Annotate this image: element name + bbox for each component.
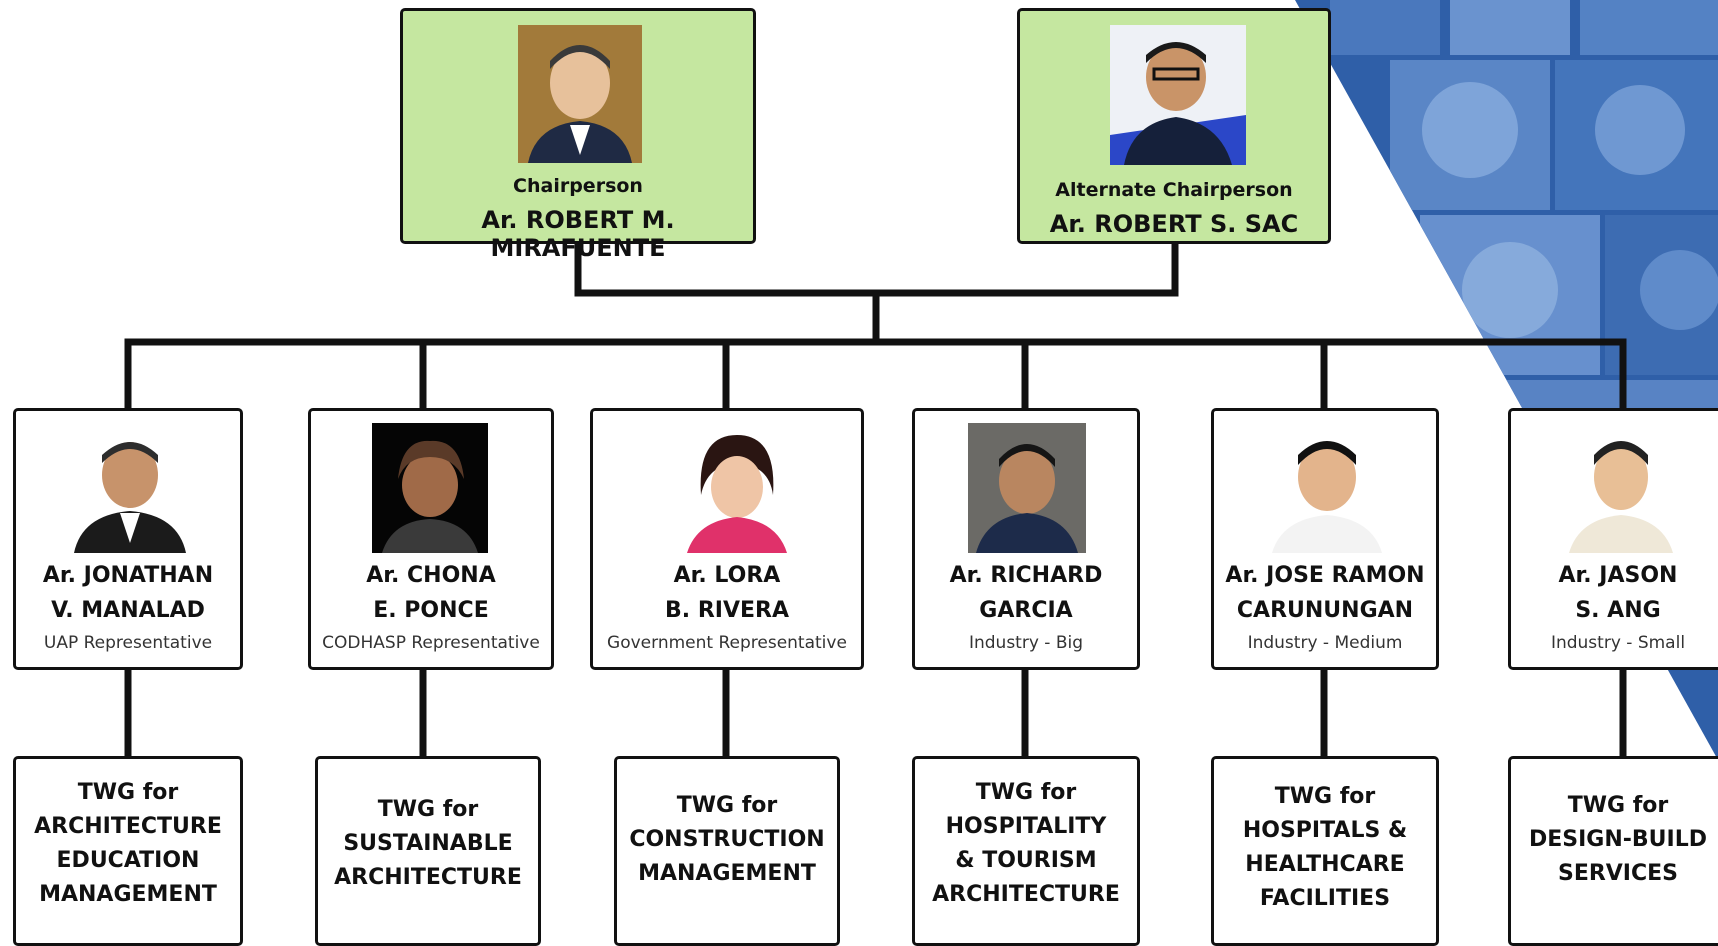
twg-line: TWG for (377, 797, 479, 822)
member-name-line1: Ar. JONATHAN (42, 563, 214, 588)
member-name-line2: S. ANG (1575, 598, 1661, 623)
twg-box-hospitals-healthcare: TWG for HOSPITALS & HEALTHCARE FACILITIE… (1211, 756, 1439, 946)
chairperson-role: Chairperson (513, 175, 643, 197)
alternate-chairperson-photo (1110, 25, 1246, 165)
member-name-line1: Ar. JASON (1558, 563, 1678, 588)
twg-box-design-build: TWG for DESIGN-BUILD SERVICES (1508, 756, 1718, 946)
twg-line: HEALTHCARE (1245, 852, 1405, 877)
twg-line: ARCHITECTURE (34, 814, 222, 839)
twg-line: FACILITIES (1259, 886, 1391, 911)
twg-line: MANAGEMENT (638, 861, 816, 886)
member-box-manalad: Ar. JONATHAN V. MANALAD UAP Representati… (13, 408, 243, 670)
member-box-rivera: Ar. LORA B. RIVERA Government Representa… (590, 408, 864, 670)
twg-line: TWG for (1567, 793, 1669, 818)
alternate-chairperson-role: Alternate Chairperson (1055, 179, 1293, 201)
member-box-carunungan: Ar. JOSE RAMON CARUNUNGAN Industry - Med… (1211, 408, 1439, 670)
twg-box-architecture-education: TWG for ARCHITECTURE EDUCATION MANAGEMEN… (13, 756, 243, 946)
twg-line: DESIGN-BUILD (1528, 827, 1708, 852)
member-role: Industry - Big (968, 633, 1084, 653)
twg-line: SUSTAINABLE (343, 831, 513, 856)
twg-line: MANAGEMENT (39, 882, 217, 907)
member-name-line1: Ar. CHONA (366, 563, 496, 588)
twg-box-construction-management: TWG for CONSTRUCTION MANAGEMENT (614, 756, 840, 946)
member-box-ang: Ar. JASON S. ANG Industry - Small (1508, 408, 1718, 670)
twg-box-hospitality-tourism: TWG for HOSPITALITY & TOURISM ARCHITECTU… (912, 756, 1140, 946)
twg-box-sustainable-architecture: TWG for SUSTAINABLE ARCHITECTURE (315, 756, 541, 946)
twg-line: CONSTRUCTION (629, 827, 825, 852)
twg-line: TWG for (77, 780, 179, 805)
twg-line: ARCHITECTURE (334, 865, 522, 890)
member-box-garcia: Ar. RICHARD GARCIA Industry - Big (912, 408, 1140, 670)
member-name-line2: B. RIVERA (665, 598, 789, 623)
member-role: UAP Representative (43, 633, 213, 653)
twg-line: TWG for (1274, 784, 1376, 809)
alternate-chairperson-box: Alternate Chairperson Ar. ROBERT S. SAC (1017, 8, 1331, 244)
chairperson-photo (518, 25, 642, 163)
member-role: CODHASP Representative (322, 633, 540, 653)
member-name-line1: Ar. RICHARD (949, 563, 1103, 588)
twg-line: TWG for (676, 793, 778, 818)
member-name-line2: V. MANALAD (51, 598, 205, 623)
alternate-chairperson-name: Ar. ROBERT S. SAC (1049, 210, 1299, 238)
member-name-line2: E. PONCE (373, 598, 489, 623)
chairperson-box: Chairperson Ar. ROBERT M. MIRAFUENTE (400, 8, 756, 262)
member-photo-garcia (968, 423, 1086, 553)
member-name-line2: GARCIA (979, 598, 1073, 623)
twg-line: EDUCATION (56, 848, 200, 873)
member-photo-carunungan (1262, 425, 1392, 553)
member-photo-ponce (372, 423, 488, 553)
member-box-ponce: Ar. CHONA E. PONCE CODHASP Representativ… (308, 408, 554, 670)
twg-line: ARCHITECTURE (932, 882, 1120, 907)
member-photo-ang (1561, 425, 1681, 553)
member-name-line1: Ar. JOSE RAMON (1225, 563, 1425, 588)
member-name-line2: CARUNUNGAN (1236, 598, 1414, 623)
twg-line: SERVICES (1557, 861, 1679, 886)
twg-line: HOSPITALITY (945, 814, 1107, 839)
member-photo-manalad (66, 425, 194, 553)
twg-line: HOSPITALS & (1242, 818, 1408, 843)
member-photo-rivera (679, 425, 795, 553)
member-name-line1: Ar. LORA (673, 563, 781, 588)
member-role: Industry - Small (1550, 633, 1686, 653)
member-role: Industry - Medium (1247, 633, 1403, 653)
chairperson-name: Ar. ROBERT M. MIRAFUENTE (481, 206, 675, 262)
member-role: Government Representative (607, 633, 847, 653)
twg-line: TWG for (975, 780, 1077, 805)
twg-line: & TOURISM (955, 848, 1097, 873)
